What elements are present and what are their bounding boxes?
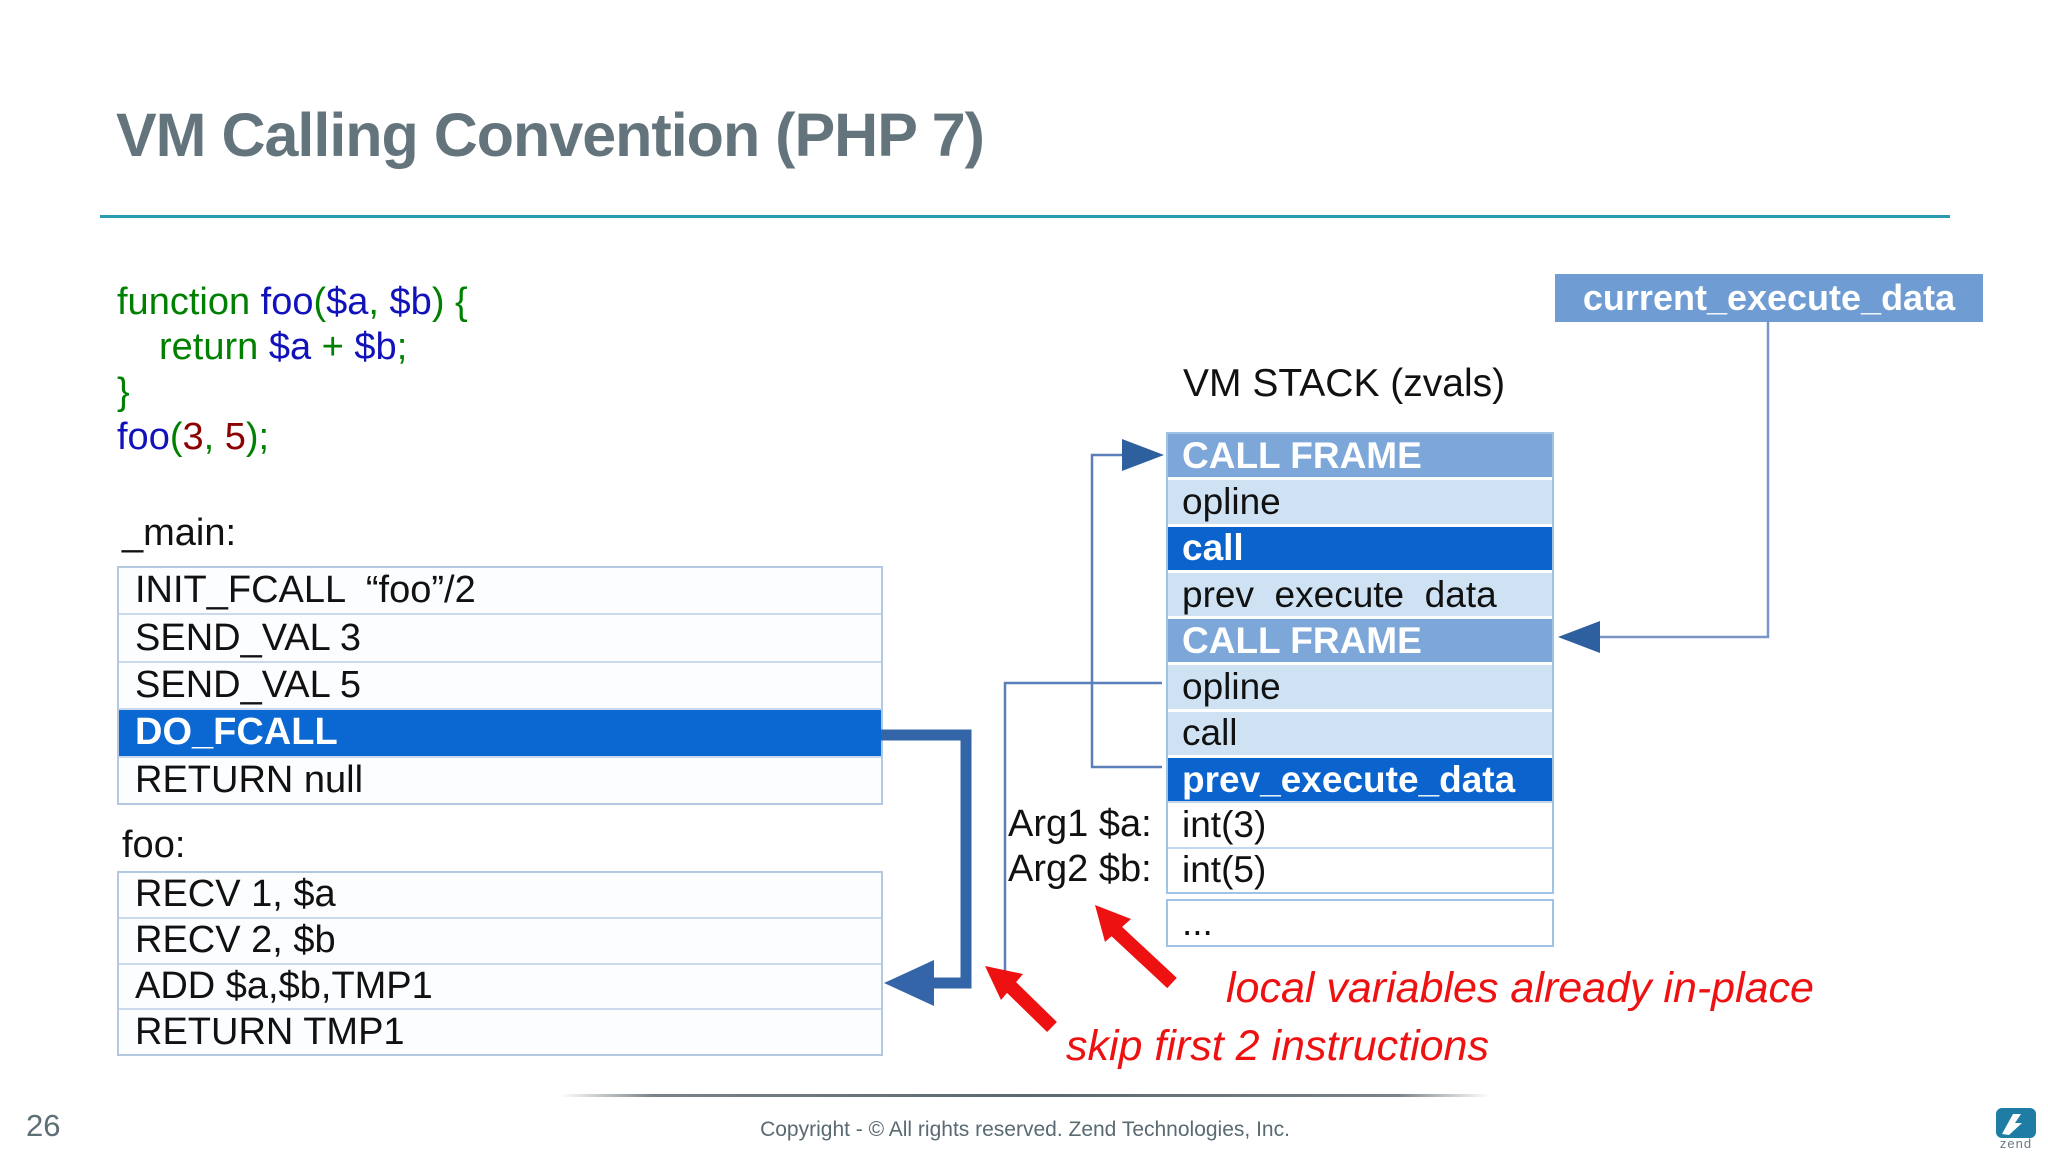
opcode-row: RECV 1, $a xyxy=(119,873,881,919)
code-token: ; xyxy=(396,326,408,368)
arg1-label: Arg1 $a: xyxy=(1008,803,1152,845)
stack-row-prev-execute-data: prev_execute_data xyxy=(1168,758,1552,804)
code-token: $b xyxy=(389,281,432,323)
main-block-label: _main: xyxy=(122,512,237,554)
arg2-label: Arg2 $b: xyxy=(1008,848,1152,890)
code-token: , xyxy=(368,281,390,323)
opcode-row: SEND_VAL 5 xyxy=(119,663,881,711)
vm-stack: CALL FRAME opline call prev execute data… xyxy=(1166,432,1554,894)
stack-row-int3: int(3) xyxy=(1168,803,1552,849)
foo-block-label: foo: xyxy=(122,824,186,866)
code-line: function foo($a, $b) { xyxy=(117,280,468,325)
code-token: $a xyxy=(326,281,369,323)
code-token: ) { xyxy=(431,281,468,323)
title-divider xyxy=(100,215,1950,218)
stack-row-opline: opline xyxy=(1168,665,1552,712)
code-token: return xyxy=(159,326,269,368)
stack-row-prev-execute-data: prev execute data xyxy=(1168,572,1552,620)
opcode-row: RECV 2, $b xyxy=(119,919,881,965)
stack-row-ellipsis: ... xyxy=(1166,899,1554,947)
code-token: } xyxy=(117,371,130,413)
code-token: + xyxy=(321,326,355,368)
stack-row-call-frame: CALL FRAME xyxy=(1168,619,1552,666)
stack-row-call: call xyxy=(1168,711,1552,759)
red-arrow-local-vars xyxy=(1095,905,1177,989)
zend-logo-icon xyxy=(1996,1108,2036,1138)
code-token: $b xyxy=(354,326,397,368)
code-token: 5 xyxy=(224,416,246,458)
copyright-text: Copyright - © All rights reserved. Zend … xyxy=(760,1118,1290,1141)
current-execute-data-box: current_execute_data xyxy=(1555,274,1983,322)
stack-row-call-frame: CALL FRAME xyxy=(1168,434,1552,481)
red-arrow-skip xyxy=(985,966,1057,1033)
stack-row-int5: int(5) xyxy=(1168,848,1552,892)
page-title: VM Calling Convention (PHP 7) xyxy=(116,101,985,169)
connector-current-execute-data-arrow xyxy=(1558,322,1770,653)
stack-row-opline: opline xyxy=(1168,480,1552,527)
vm-stack-title: VM STACK (zvals) xyxy=(1183,362,1506,405)
footer-divider xyxy=(560,1094,1490,1097)
opcode-row: SEND_VAL 3 xyxy=(119,615,881,663)
code-line: foo(3, 5); xyxy=(117,415,468,460)
zend-logo-text: zend xyxy=(1999,1136,2033,1151)
code-token: , xyxy=(203,416,225,458)
code-line: return $a + $b; xyxy=(117,325,468,370)
code-token: 3 xyxy=(182,416,204,458)
opcode-row-highlighted: DO_FCALL xyxy=(119,710,881,758)
opcode-row: RETURN null xyxy=(135,758,364,801)
main-opcode-table: INIT_FCALL “foo”/2 SEND_VAL 3 SEND_VAL 5… xyxy=(117,566,883,805)
code-token: foo xyxy=(260,281,314,323)
code-token: ( xyxy=(313,281,327,323)
page-number: 26 xyxy=(26,1108,61,1143)
annotation-local-variables: local variables already in-place xyxy=(1226,964,1814,1012)
php-code-block: function foo($a, $b) { return $a + $b; }… xyxy=(117,280,468,460)
code-token: function xyxy=(117,281,261,323)
opcode-row: INIT_FCALL “foo”/2 xyxy=(119,568,881,616)
code-token: $a xyxy=(268,326,322,368)
opcode-row: ADD $a,$b,TMP1 xyxy=(119,965,881,1011)
opcode-row: RETURN TMP1 xyxy=(135,1010,405,1053)
code-token: foo xyxy=(117,416,170,458)
code-token: ( xyxy=(169,416,183,458)
connector-prev-exec-to-call-frame-line xyxy=(1090,439,1164,769)
foo-opcode-table: RECV 1, $a RECV 2, $b ADD $a,$b,TMP1 RET… xyxy=(117,871,883,1056)
connector-do-fcall-to-add-arrow xyxy=(881,729,972,1006)
code-token: ); xyxy=(245,416,270,458)
code-line: } xyxy=(117,370,468,415)
annotation-skip-instructions: skip first 2 instructions xyxy=(1066,1022,1489,1070)
stack-row-call: call xyxy=(1168,526,1552,573)
